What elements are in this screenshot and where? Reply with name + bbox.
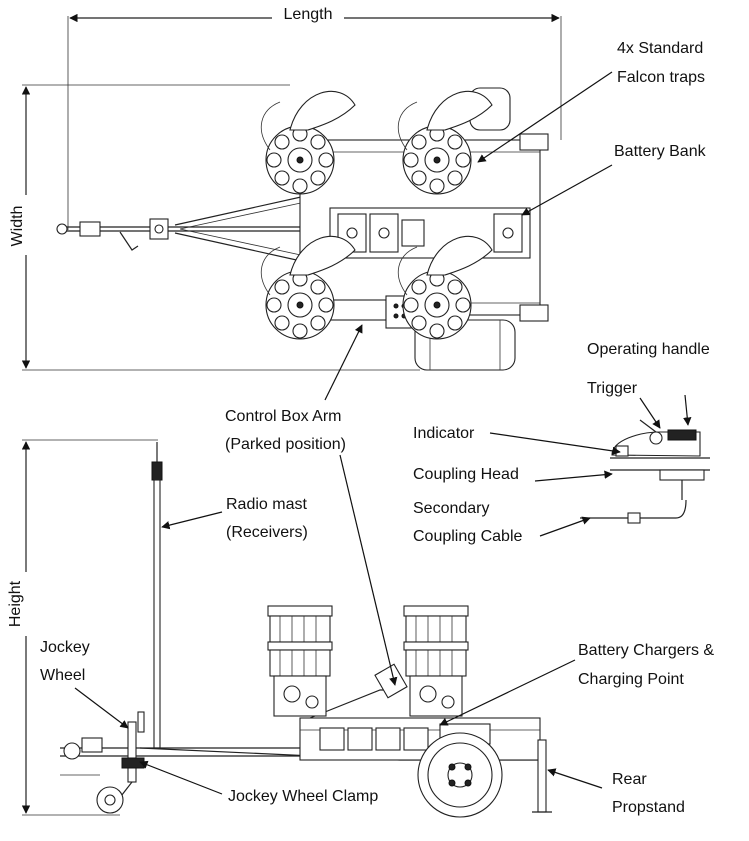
chargers-leader [439, 659, 576, 726]
traps-leader [477, 71, 613, 163]
radio-mast-label-line2: (Receivers) [226, 524, 308, 541]
control-box-label-line2: (Parked position) [225, 436, 346, 453]
secondary-label-line1: Secondary [413, 500, 490, 517]
road-wheel-side [417, 732, 503, 818]
operating-handle-label: Operating handle [587, 341, 710, 358]
indicator-leader [489, 432, 621, 456]
jockey-clamp-leader [139, 760, 223, 795]
height-label: Height [7, 580, 24, 627]
rear-propstand-side [532, 739, 552, 813]
operating-handle-leader [683, 394, 692, 426]
rear-propstand-leader [547, 768, 603, 789]
jockey-wheel-label-line2: Wheel [40, 667, 85, 684]
traps-label-line1: 4x Standard [617, 40, 703, 57]
secondary-cable-leader [539, 516, 591, 537]
battery-bank-label: Battery Bank [614, 143, 707, 160]
radio-mast-label-line1: Radio mast [226, 496, 307, 513]
trigger-label: Trigger [587, 380, 638, 397]
secondary-label-line2: Coupling Cable [413, 528, 523, 545]
side-view: Height [7, 439, 603, 818]
control-box-label-line1: Control Box Arm [225, 408, 341, 425]
width-label: Width [9, 206, 26, 247]
callout-labels: 4x Standard Falcon traps Battery Bank Op… [40, 40, 714, 816]
coupling-detail [489, 394, 710, 537]
top-view: Length Width [9, 6, 613, 401]
jockey-clamp-label: Jockey Wheel Clamp [228, 788, 378, 805]
battery-bank-leader [521, 164, 613, 216]
length-label: Length [284, 6, 333, 23]
jockey-wheel-side [96, 711, 145, 814]
rear-propstand-label-line1: Rear [612, 771, 647, 788]
coupling-head-leader [534, 470, 613, 482]
battery-bank-top [329, 207, 531, 259]
rear-propstand-label-line2: Propstand [612, 799, 685, 816]
control-box-arm-side-leader [339, 454, 398, 686]
trigger-leader [639, 397, 661, 429]
control-box-arm-top [329, 295, 417, 329]
chargers-label-line2: Charging Point [578, 671, 684, 688]
trap-side-front [267, 605, 333, 717]
chargers-label-line1: Battery Chargers & [578, 642, 714, 659]
jockey-wheel-leader [74, 687, 129, 729]
control-box-leader [324, 324, 363, 401]
coupling-head-label: Coupling Head [413, 466, 519, 483]
indicator-label: Indicator [413, 425, 475, 442]
radio-mast-leader [161, 511, 223, 530]
trap-side-rear [403, 605, 469, 717]
jockey-wheel-label-line1: Jockey [40, 639, 90, 656]
traps-label-line2: Falcon traps [617, 69, 705, 86]
drawbar-top [56, 194, 311, 264]
radio-mast-side [151, 442, 163, 749]
